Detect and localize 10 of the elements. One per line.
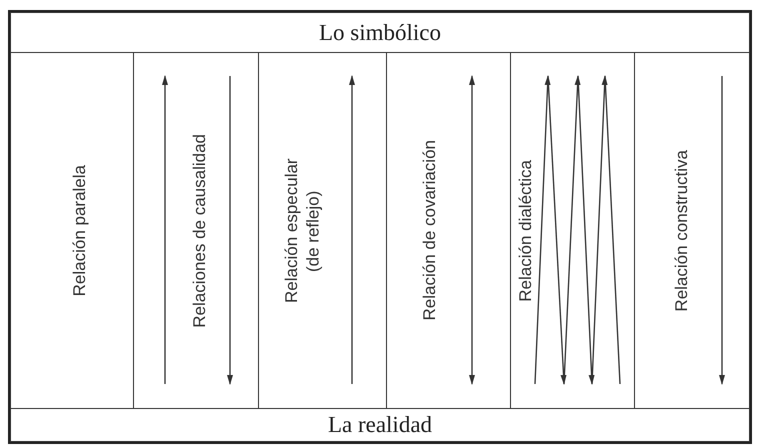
column-label: Relación constructiva: [671, 150, 692, 312]
column-label: Relación especular (de reflejo): [281, 157, 324, 305]
band-label: La realidad: [328, 412, 432, 438]
band-label: Lo simbólico: [318, 20, 442, 46]
column-label: Relación de covariación: [419, 140, 440, 321]
band-box: [10, 12, 750, 53]
column-label: Relación dialéctica: [515, 160, 536, 302]
band-box: [10, 408, 750, 442]
column-label: Relación paralela: [69, 164, 90, 296]
column-label: Relaciones de causalidad: [189, 134, 210, 328]
